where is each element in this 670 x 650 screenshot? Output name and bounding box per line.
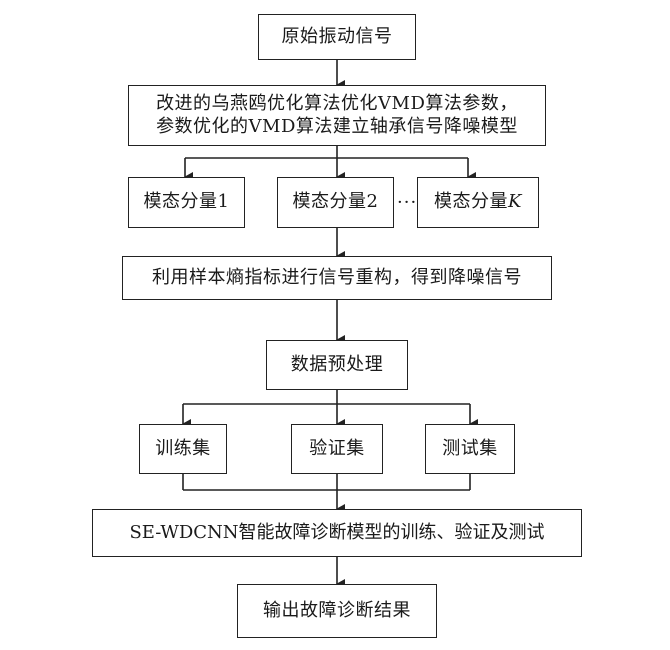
optimize-text: 改进的乌燕鸥优化算法优化VMD算法参数， 参数优化的VMD算法建立轴承信号降噪模… [156,93,518,138]
mode-k-box: 模态分量K [417,177,539,228]
mode-k-label: 模态分量K [434,191,522,214]
reconstruct-box: 利用样本熵指标进行信号重构，得到降噪信号 [122,256,552,300]
mode-1-label: 模态分量1 [143,191,230,213]
output-label: 输出故障诊断结果 [263,599,411,621]
mode-2-box: 模态分量2 [277,177,394,228]
optimize-line-2: 参数优化的VMD算法建立轴承信号降噪模型 [156,115,518,137]
test-set-label: 测试集 [442,437,498,459]
model-train-box: SE-WDCNN智能故障诊断模型的训练、验证及测试 [92,509,582,557]
mode-k-prefix: 模态分量 [434,191,509,213]
model-train-label: SE-WDCNN智能故障诊断模型的训练、验证及测试 [129,521,545,543]
valid-set-box: 验证集 [291,424,383,474]
optimize-box: 改进的乌燕鸥优化算法优化VMD算法参数， 参数优化的VMD算法建立轴承信号降噪模… [128,85,546,146]
reconstruct-label: 利用样本熵指标进行信号重构，得到降噪信号 [152,266,522,288]
valid-set-label: 验证集 [309,437,365,459]
ellipsis: ··· [397,192,418,213]
preprocess-label: 数据预处理 [290,353,384,375]
mode-1-box: 模态分量1 [128,177,245,228]
raw-signal-box: 原始振动信号 [258,14,416,60]
optimize-line-1: 改进的乌燕鸥优化算法优化VMD算法参数， [156,93,518,114]
mode-2-label: 模态分量2 [292,191,379,213]
train-set-label: 训练集 [155,437,211,459]
train-set-box: 训练集 [139,424,227,474]
preprocess-box: 数据预处理 [266,340,408,390]
raw-signal-label: 原始振动信号 [281,25,393,47]
test-set-box: 测试集 [425,424,515,474]
output-box: 输出故障诊断结果 [237,584,437,638]
mode-k-suffix: K [508,191,522,213]
